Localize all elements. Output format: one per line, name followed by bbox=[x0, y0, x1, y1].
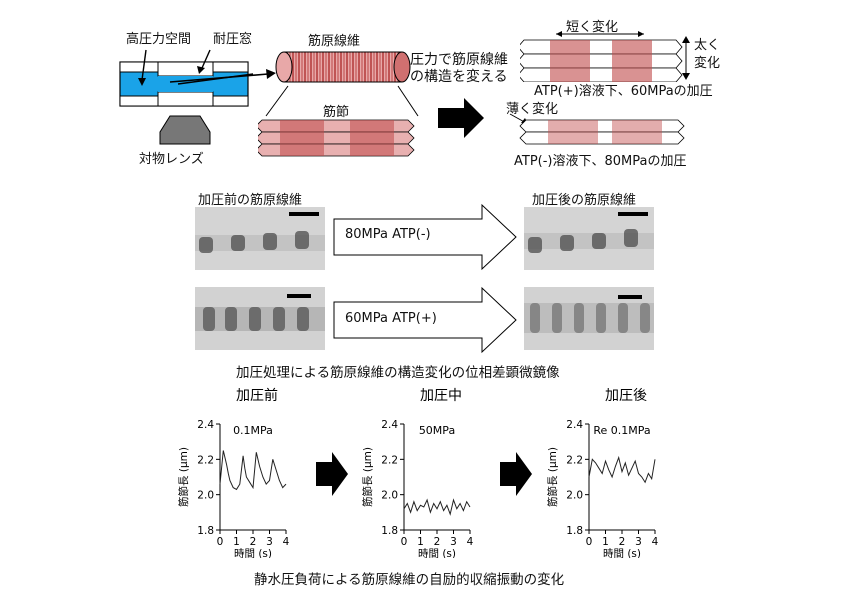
short-change-label: 短く変化 bbox=[566, 20, 619, 35]
y-axis-label: 筋節長 (μm) bbox=[177, 447, 190, 507]
series-line bbox=[219, 450, 287, 491]
y-tick-label: 2.0 bbox=[381, 490, 398, 502]
micrograph-after-atp-plus bbox=[524, 287, 654, 350]
x-tick-label: 4 bbox=[283, 536, 290, 548]
chart-arrow-2-icon bbox=[500, 452, 532, 496]
chart-annotation: Re 0.1MPa bbox=[593, 424, 650, 437]
y-tick-label: 1.8 bbox=[381, 525, 398, 537]
pressure-chamber-drawing bbox=[119, 61, 253, 145]
sarcomere-label: 筋節 bbox=[323, 105, 350, 120]
label-arrows bbox=[138, 49, 276, 86]
thick-arrow-icon bbox=[682, 36, 690, 80]
x-tick-label: 3 bbox=[450, 536, 457, 548]
y-tick-label: 2.2 bbox=[381, 454, 398, 466]
x-axis-label: 時間 (s) bbox=[234, 548, 272, 558]
chart-title: 加圧中 bbox=[420, 388, 462, 404]
arrow-80mpa-label: 80MPa ATP(-) bbox=[345, 227, 431, 242]
x-tick-label: 3 bbox=[266, 536, 273, 548]
x-tick-label: 1 bbox=[602, 536, 609, 548]
x-tick-label: 1 bbox=[417, 536, 424, 548]
big-right-arrow-icon bbox=[438, 98, 484, 138]
arrow-80mpa-icon bbox=[333, 203, 517, 271]
pressure-text-line2: の構造を変える bbox=[410, 69, 508, 85]
y-tick-label: 1.8 bbox=[197, 525, 214, 537]
x-tick-label: 2 bbox=[250, 536, 257, 548]
scale-bar bbox=[618, 295, 642, 299]
chart-title: 加圧後 bbox=[605, 388, 647, 404]
y-tick-label: 1.8 bbox=[566, 525, 583, 537]
scale-bar bbox=[287, 294, 311, 298]
pressure-text: 圧力で筋原線維 の構造を変える bbox=[410, 52, 508, 86]
y-axis-label: 筋節長 (μm) bbox=[546, 447, 559, 507]
chart-caption: 静水圧負荷による筋原線維の自励的収縮振動の変化 bbox=[254, 572, 565, 588]
after-label: 加圧後の筋原線維 bbox=[532, 193, 637, 208]
micrograph-after-atp-minus bbox=[524, 207, 654, 270]
x-tick-label: 2 bbox=[619, 536, 626, 548]
x-tick-label: 2 bbox=[434, 536, 441, 548]
fiber-label: 筋原線維 bbox=[308, 34, 361, 49]
objective-lens-shape bbox=[159, 115, 211, 145]
y-tick-label: 2.4 bbox=[381, 419, 398, 431]
x-tick-label: 4 bbox=[652, 536, 659, 548]
x-tick-label: 0 bbox=[401, 536, 408, 548]
y-tick-label: 2.0 bbox=[197, 490, 214, 502]
x-tick-label: 3 bbox=[635, 536, 642, 548]
y-tick-label: 2.4 bbox=[197, 419, 214, 431]
micrograph-before-atp-minus bbox=[195, 207, 325, 270]
x-tick-label: 1 bbox=[233, 536, 240, 548]
thick-change-line1: 太く bbox=[694, 38, 721, 53]
scale-bar bbox=[289, 212, 319, 216]
x-axis-label: 時間 (s) bbox=[418, 548, 456, 558]
arrow-60mpa-icon bbox=[333, 286, 517, 354]
pressure-text-line1: 圧力で筋原線維 bbox=[410, 52, 508, 68]
micrograph-before-atp-plus bbox=[195, 287, 325, 350]
thin-change-label: 薄く変化 bbox=[506, 102, 559, 117]
scale-bar bbox=[618, 212, 648, 216]
lens-label: 対物レンズ bbox=[139, 152, 204, 167]
y-axis-label: 筋節長 (μm) bbox=[361, 447, 374, 507]
series-line bbox=[403, 498, 471, 516]
before-label: 加圧前の筋原線維 bbox=[198, 193, 303, 208]
window-label: 耐圧窓 bbox=[213, 32, 253, 47]
chart-annotation: 50MPa bbox=[419, 424, 455, 437]
micrograph-caption: 加圧処理による筋原線維の構造変化の位相差顕微鏡像 bbox=[236, 365, 560, 381]
x-axis-label: 時間 (s) bbox=[603, 548, 641, 558]
series-line bbox=[588, 455, 656, 484]
x-tick-label: 4 bbox=[467, 536, 474, 548]
atp-plus-condition: ATP(+)溶液下、60MPaの加圧 bbox=[534, 84, 713, 99]
chart-title: 加圧前 bbox=[236, 387, 278, 404]
atp-minus-sarcomere-drawing bbox=[509, 113, 685, 145]
thick-change-label: 太く 変化 bbox=[694, 37, 720, 73]
myofibril-bundle-drawing bbox=[275, 51, 411, 83]
chart-annotation: 0.1MPa bbox=[233, 424, 273, 437]
x-tick-label: 0 bbox=[586, 536, 593, 548]
sarcomere-zoom-drawing bbox=[258, 85, 419, 157]
atp-minus-condition: ATP(-)溶液下、80MPaの加圧 bbox=[514, 154, 687, 169]
chamber-label: 高圧力空間 bbox=[126, 32, 192, 47]
chart-arrow-1-icon bbox=[316, 452, 348, 496]
y-tick-label: 2.2 bbox=[197, 454, 214, 466]
y-tick-label: 2.4 bbox=[566, 419, 583, 431]
y-tick-label: 2.2 bbox=[566, 454, 583, 466]
y-tick-label: 2.0 bbox=[566, 490, 583, 502]
x-tick-label: 0 bbox=[217, 536, 224, 548]
arrow-60mpa-label: 60MPa ATP(+) bbox=[345, 311, 437, 326]
atp-plus-sarcomere-drawing bbox=[520, 31, 683, 82]
thick-change-line2: 変化 bbox=[694, 56, 721, 71]
